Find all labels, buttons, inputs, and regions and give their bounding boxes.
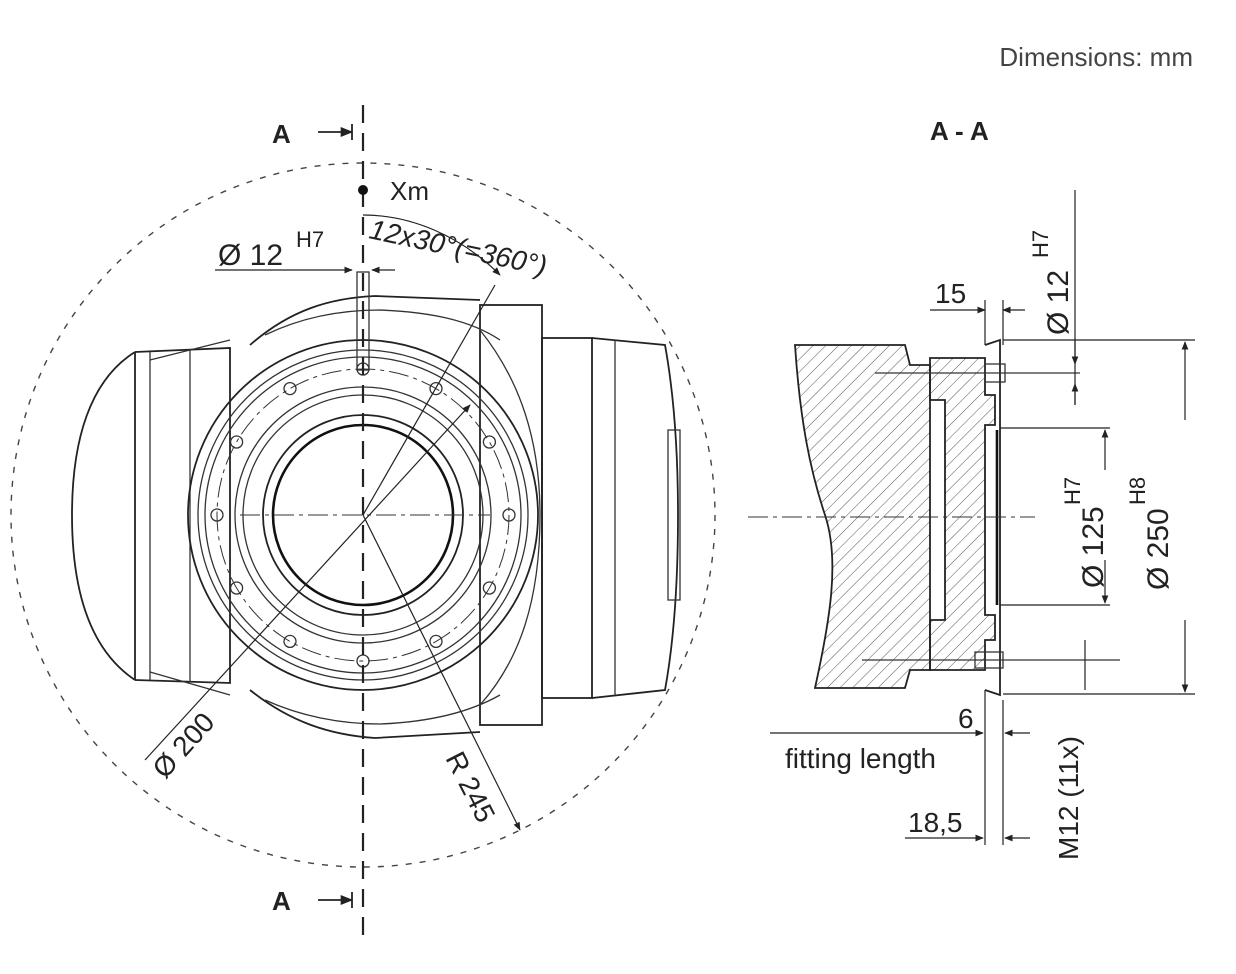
front-view: A A Xm Ø 12 H7 12x30°(=360°) Ø 200 R 245 xyxy=(10,105,716,945)
bolt-hole xyxy=(429,381,443,396)
thread-depth-label: 18,5 xyxy=(908,807,963,838)
units-note: Dimensions: mm xyxy=(999,42,1193,72)
bolt-pattern-label: 12x30°(=360°) xyxy=(367,214,550,282)
flange-section xyxy=(929,357,996,671)
xm-point xyxy=(358,185,368,195)
depth-15-label: 15 xyxy=(935,278,966,309)
bore-125-label: Ø 125 xyxy=(1077,506,1110,588)
fitting-length-value: 6 xyxy=(958,703,974,734)
pin-hole-dia-label: Ø 12 xyxy=(218,239,283,272)
xm-label: Xm xyxy=(390,176,429,206)
bolt-hole xyxy=(283,381,297,396)
section-title: A - A xyxy=(930,116,989,146)
radius-label: R 245 xyxy=(440,747,502,828)
bore-250-tol: H8 xyxy=(1125,477,1150,505)
bolt-hole xyxy=(229,435,244,449)
bore-125-tol: H7 xyxy=(1060,477,1085,505)
reach-circle xyxy=(10,162,716,868)
bore-250-label: Ø 250 xyxy=(1142,508,1175,590)
bolt-hole xyxy=(229,581,244,595)
fitting-length-label: fitting length xyxy=(785,743,936,774)
bolt-hole xyxy=(502,508,516,522)
pin-dia-label: Ø 12 xyxy=(1042,270,1075,335)
bolt-hole xyxy=(482,435,497,449)
section-marker-bottom: A xyxy=(272,886,291,916)
bolt-hole xyxy=(210,508,224,522)
bolt-hole xyxy=(429,634,443,649)
bolt-hole xyxy=(482,581,497,595)
section-marker-top: A xyxy=(272,119,291,149)
bolt-hole xyxy=(283,634,297,649)
thread-label: M12 (11x) xyxy=(1053,736,1084,860)
pin-dia-tol: H7 xyxy=(1028,230,1053,258)
left-housing xyxy=(71,339,231,696)
pin-hole-dia-tol: H7 xyxy=(296,227,324,252)
section-view: A - A 15 Ø 12 H7 Ø 125 H7 xyxy=(748,116,1195,860)
right-housing xyxy=(479,304,681,726)
